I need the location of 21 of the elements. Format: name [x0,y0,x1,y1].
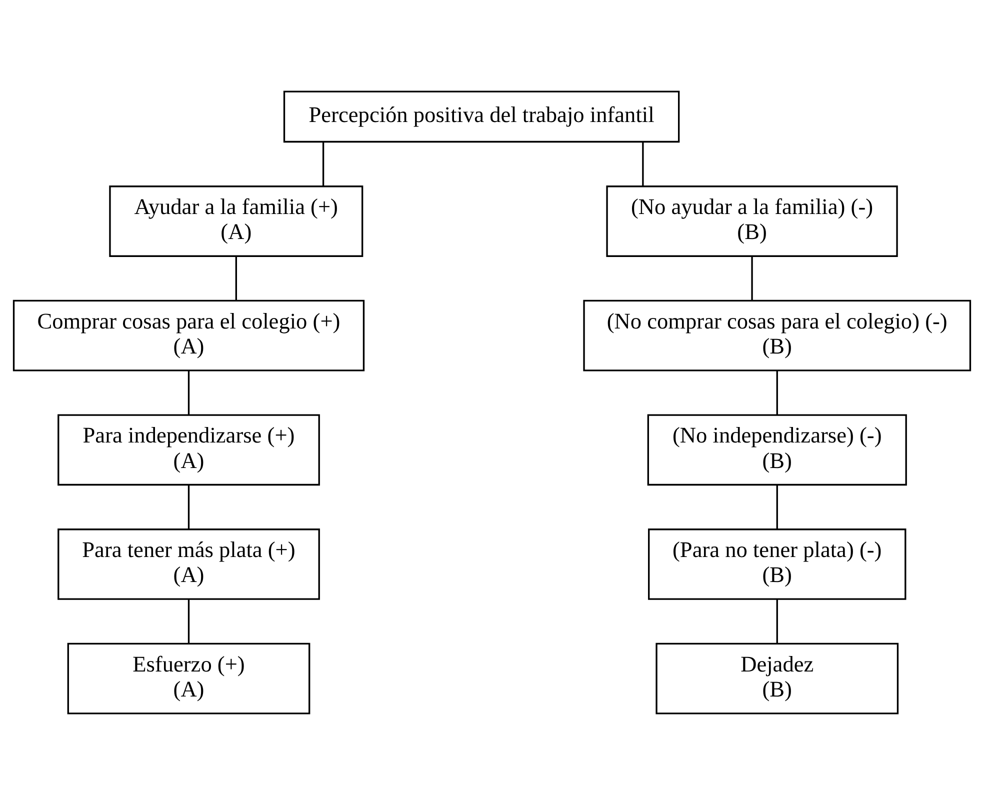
connector [776,484,778,530]
connector [776,370,778,415]
node-box: (No independizarse) (-) (B) [647,414,907,486]
connector [188,370,190,415]
connector [642,142,644,186]
connector [751,256,753,300]
node-box: Percepción positiva del trabajo infantil [283,90,680,143]
node-box: Dejadez (B) [656,642,899,714]
node-box: (Para no tener plata) (-) (B) [648,528,906,600]
connector [188,599,190,644]
node-box: Ayudar a la familia (+) (A) [109,186,364,257]
node-box: (No ayudar a la familia) (-) (B) [606,186,898,257]
node-box: Para independizarse (+) (A) [58,414,320,486]
node-box: Para tener más plata (+) (A) [58,528,320,600]
connector [776,599,778,644]
node-box: (No comprar cosas para el colegio) (-) (B) [583,300,972,372]
connector [188,484,190,530]
node-box: Esfuerzo (+) (A) [67,642,310,714]
node-box: Comprar cosas para el colegio (+) (A) [12,300,365,372]
connector [322,142,324,186]
connector [235,256,237,300]
